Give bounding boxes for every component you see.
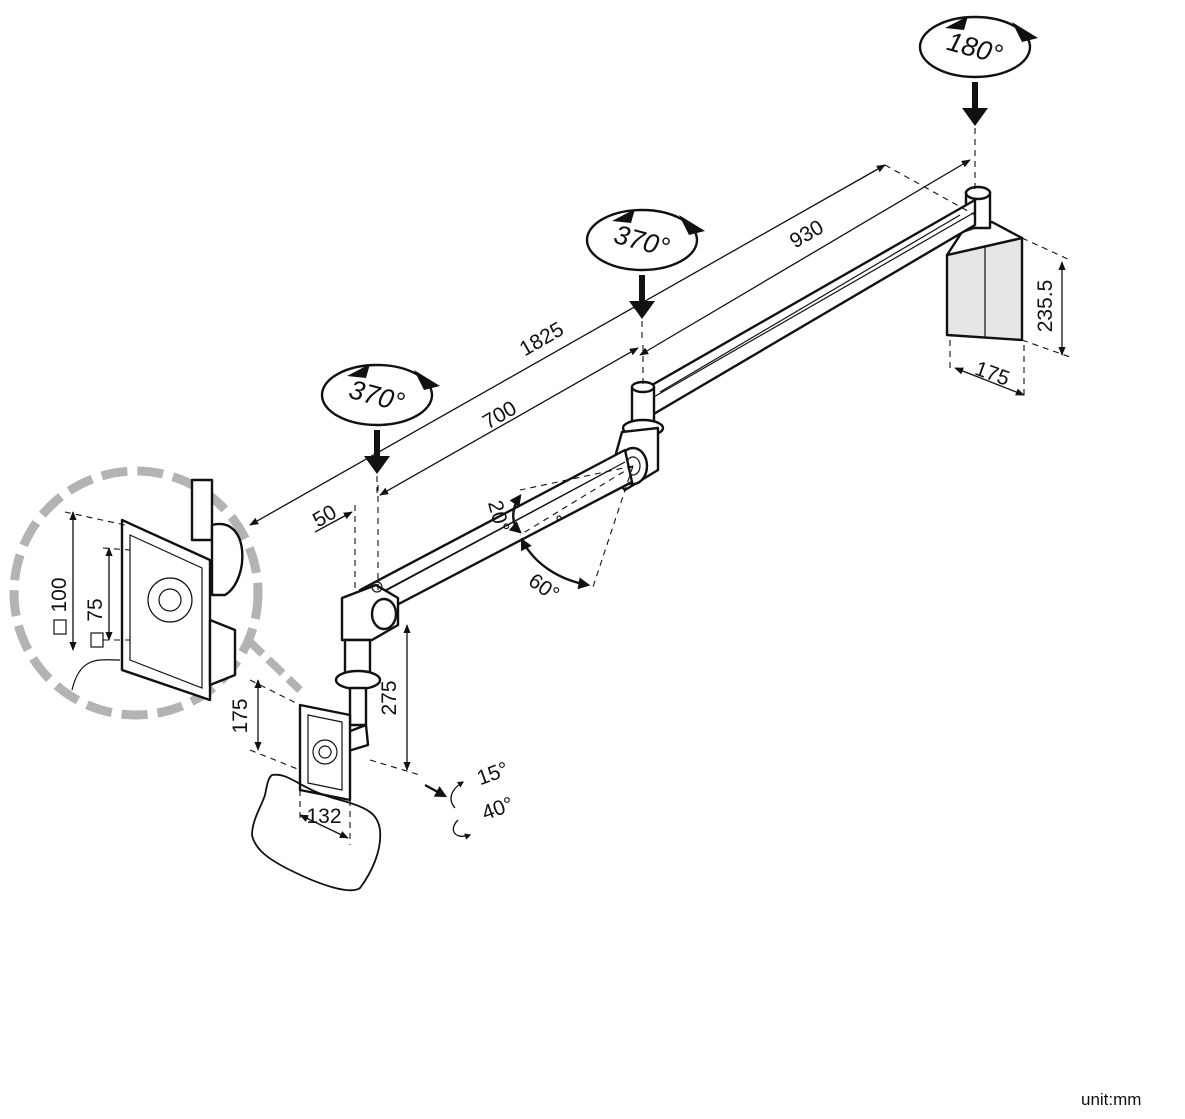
angle-pan-forward: 15° [474,758,512,790]
outer-joint [334,581,400,754]
dim-drop-height: 275 [378,680,401,715]
dimension-lines [64,150,1071,845]
dim-total-reach: 1825 [516,318,568,361]
keyboard-tray-outline [251,773,382,892]
dim-base-width: 175 [972,357,1013,391]
vesa-75-label: 75 [84,598,107,648]
square-icon [90,632,104,648]
dim-vesa-large: 100 [48,577,71,612]
rotation-callout-middle: 370° [585,208,705,343]
dim-offset: 50 [309,501,341,533]
lower-arm [358,448,634,622]
vesa-100-label: 100 [48,577,71,635]
dim-lower-arm: 700 [479,397,521,434]
tilt-guides [508,465,634,591]
inset-detail [9,466,303,720]
dim-mount-width: 132 [306,805,341,828]
dim-vesa-small: 75 [84,598,107,621]
vesa-plate [298,703,352,802]
unit-label: unit:mm [1081,1090,1142,1109]
square-icon [53,619,67,635]
rotation-callout-outer: 370° [320,363,440,498]
pan-arrows [424,781,472,840]
dim-base-height: 235.5 [1034,280,1057,333]
rotation-callout-ceiling: 180° [918,15,1038,150]
dim-mount-height: 175 [229,698,252,733]
angle-pan-back: 40° [479,793,517,825]
